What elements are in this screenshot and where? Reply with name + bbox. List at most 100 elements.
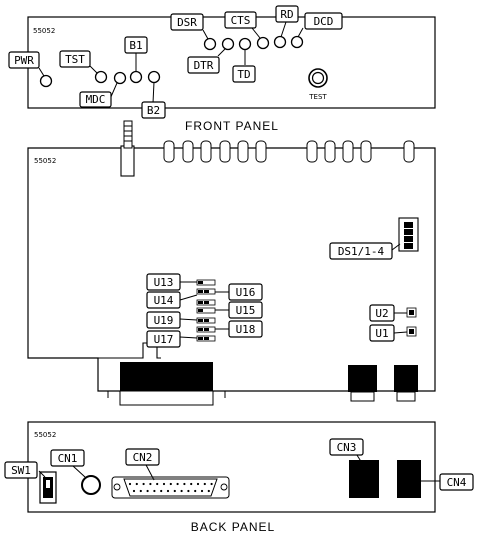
label-sw1: SW1 xyxy=(11,464,31,477)
cn2-pin xyxy=(200,489,204,493)
label-cn2: CN2 xyxy=(133,451,153,464)
front-panel-caption: FRONT PANEL xyxy=(185,119,279,133)
label-u15: U15 xyxy=(236,304,256,317)
cn2-pin xyxy=(176,482,179,486)
switch-sw1 xyxy=(39,471,57,504)
cn2-pin xyxy=(203,482,206,486)
front-panel: 55052 TEST xyxy=(8,5,436,133)
label-u13: U13 xyxy=(154,276,174,289)
led-rd xyxy=(273,35,287,49)
jumpers-u1-u2: U2 U1 xyxy=(369,304,417,342)
cn2-pin xyxy=(128,482,132,486)
led-cts xyxy=(256,36,270,50)
label-u18: U18 xyxy=(236,323,256,336)
label-rd: RD xyxy=(280,8,293,21)
label-cn1: CN1 xyxy=(58,452,78,465)
dip-switch-ds1: DS1/1-4 xyxy=(329,217,419,260)
board-led-11 xyxy=(403,140,415,163)
label-u16: U16 xyxy=(236,286,256,299)
test-button: TEST xyxy=(308,68,328,101)
board-led-3 xyxy=(200,140,212,163)
label-mdc: MDC xyxy=(86,93,106,106)
connector-cn2 xyxy=(111,476,230,499)
back-callout-lines xyxy=(38,451,440,482)
label-u14: U14 xyxy=(154,294,174,307)
board-led-6 xyxy=(255,140,267,163)
label-cn3: CN3 xyxy=(337,441,357,454)
led-td xyxy=(238,37,252,51)
board-model: 55052 xyxy=(34,157,56,165)
label-u1: U1 xyxy=(375,327,388,340)
front-labels: PWR TST MDC B1 B2 DSR DTR CTS TD RD DCD xyxy=(8,5,343,119)
led-b1 xyxy=(129,70,143,84)
label-dsr: DSR xyxy=(177,16,197,29)
cn2-pin xyxy=(153,489,156,493)
board-db25-connector xyxy=(104,362,229,406)
board-led-10 xyxy=(360,140,372,163)
led-dtr xyxy=(221,37,235,51)
board-led-1 xyxy=(163,140,175,163)
front-panel-model: 55052 xyxy=(33,27,55,35)
led-b2 xyxy=(147,70,161,84)
label-b1: B1 xyxy=(129,39,142,52)
label-pwr: PWR xyxy=(14,54,34,67)
connector-cn4 xyxy=(397,460,421,498)
label-u19: U19 xyxy=(154,314,174,327)
label-tst: TST xyxy=(65,53,85,66)
board-led-5 xyxy=(237,140,249,163)
back-panel-model: 55052 xyxy=(34,431,56,439)
cn2-pin xyxy=(135,482,138,486)
board-rj-jacks xyxy=(348,365,418,402)
board-led-9 xyxy=(342,140,354,163)
led-pwr xyxy=(39,74,53,88)
front-leds xyxy=(39,35,304,88)
label-dcd: DCD xyxy=(314,15,334,28)
circuit-board: 55052 DS1/1-4 xyxy=(27,120,436,406)
cn2-pin xyxy=(194,489,197,493)
cn2-pin xyxy=(169,482,172,486)
label-dtr: DTR xyxy=(194,59,214,72)
cn2-pin xyxy=(156,482,159,486)
cn2-pin xyxy=(162,482,166,486)
board-post xyxy=(120,120,135,177)
label-ds1: DS1/1-4 xyxy=(338,245,385,258)
board-led-8 xyxy=(324,140,336,163)
connector-cn1 xyxy=(81,475,101,495)
back-panel-caption: BACK PANEL xyxy=(191,520,275,534)
cn2-pin xyxy=(149,482,152,486)
board-led-2 xyxy=(182,140,194,163)
board-leds xyxy=(163,140,415,163)
cn2-pin xyxy=(139,489,142,493)
led-dcd xyxy=(290,35,304,49)
label-cn4: CN4 xyxy=(447,476,467,489)
led-tst xyxy=(94,70,108,84)
cn2-pin xyxy=(160,489,163,493)
cn2-pin xyxy=(146,489,149,493)
cn2-pin xyxy=(180,489,183,493)
back-panel: 55052 xyxy=(4,421,474,534)
cn2-pin xyxy=(190,482,193,486)
cn2-pin xyxy=(183,482,186,486)
label-u17: U17 xyxy=(154,333,174,346)
led-dsr xyxy=(203,37,217,51)
board-led-7 xyxy=(306,140,318,163)
cn2-pin xyxy=(187,489,190,493)
connector-cn3 xyxy=(349,460,379,498)
label-u2: U2 xyxy=(375,307,388,320)
front-callout-lines xyxy=(38,21,304,104)
jumper-blocks: U13 U14 U19 U17 U16 U15 U18 xyxy=(146,273,263,348)
cn2-pin xyxy=(132,489,136,493)
label-td: TD xyxy=(237,68,250,81)
cn2-pin xyxy=(210,482,213,486)
test-button-label: TEST xyxy=(308,93,327,101)
cn2-pin xyxy=(173,489,176,493)
label-b2: B2 xyxy=(147,104,160,117)
board-led-4 xyxy=(219,140,231,163)
cn2-pin xyxy=(142,482,145,486)
cn2-pin xyxy=(207,489,210,493)
cn2-pin xyxy=(196,482,200,486)
label-cts: CTS xyxy=(231,14,251,27)
led-mdc xyxy=(113,71,127,85)
cn2-pin xyxy=(166,489,170,493)
